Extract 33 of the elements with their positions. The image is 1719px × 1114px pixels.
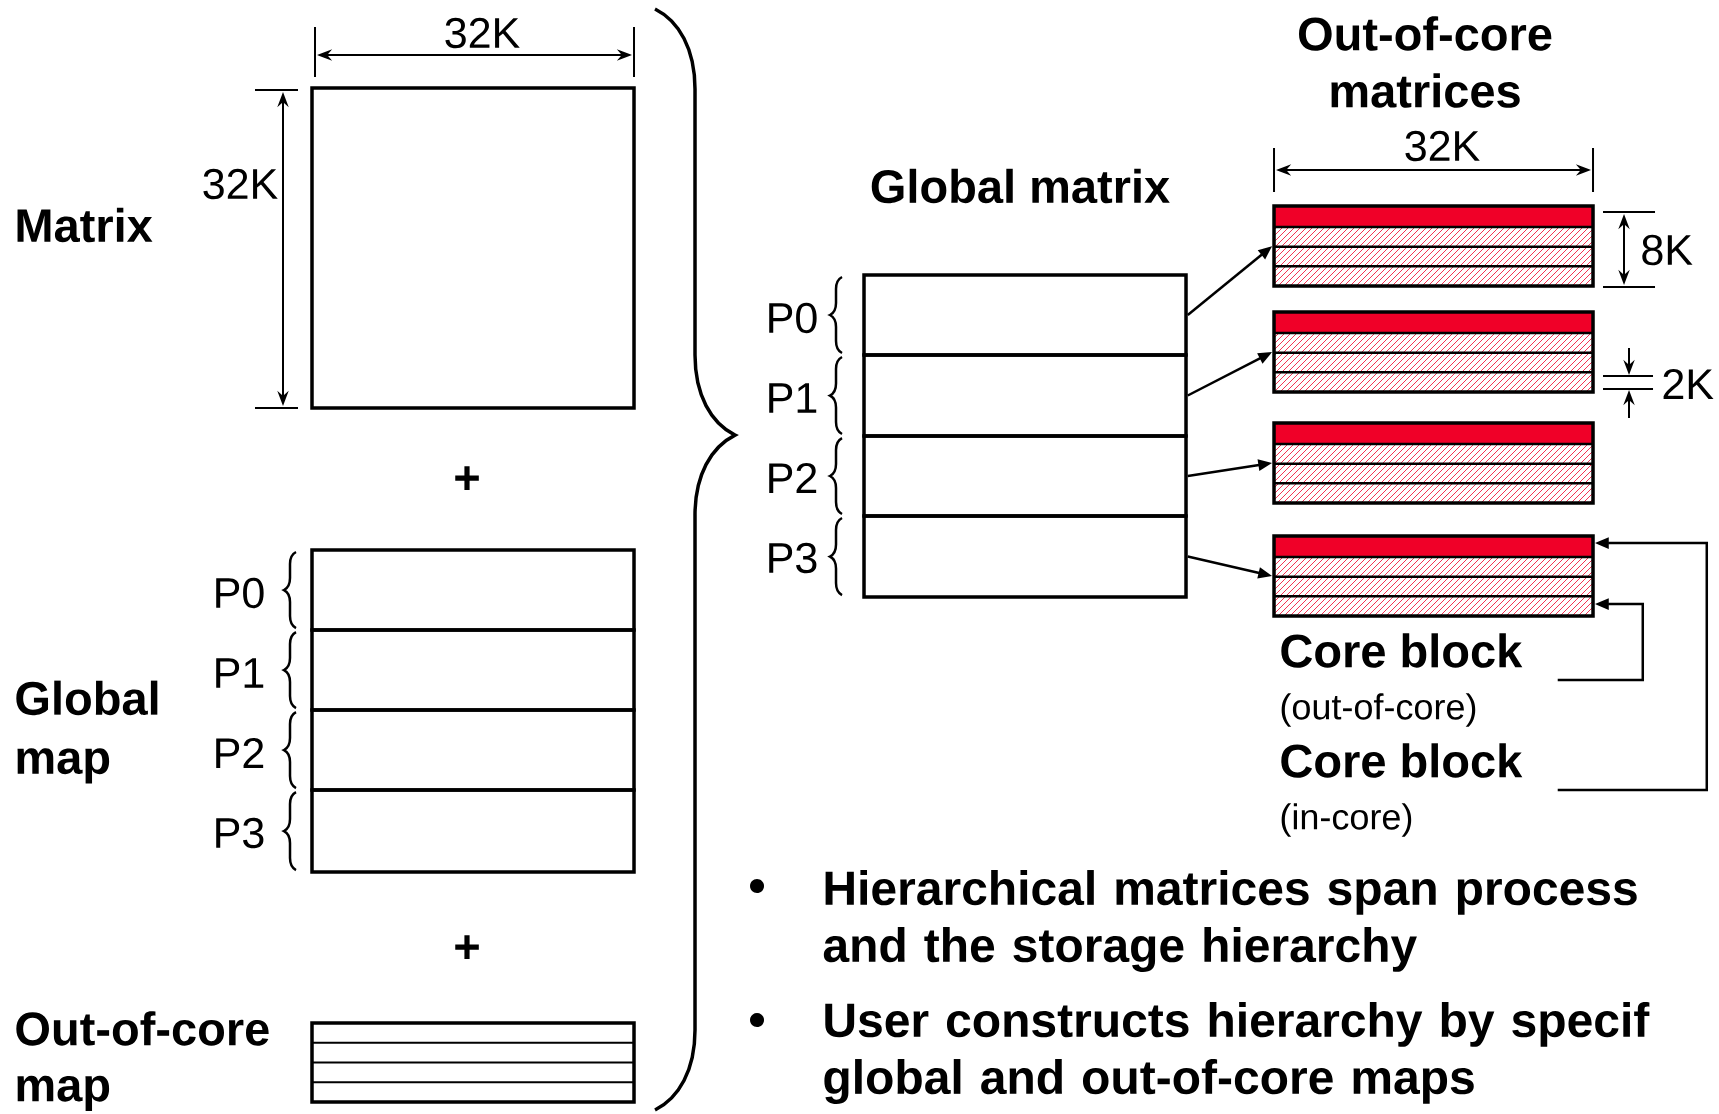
heading: Matrix	[17, 207, 153, 243]
matrix-block	[1272, 310, 1595, 394]
dimension-label: 2K	[1663, 369, 1714, 399]
matrix-block	[1272, 204, 1595, 288]
striped-box	[310, 1021, 636, 1104]
arrow	[1557, 598, 1644, 682]
row-label: P3	[769, 542, 817, 574]
matrix-box	[310, 86, 636, 410]
arrow	[1557, 537, 1708, 792]
row-label: P2	[216, 738, 264, 768]
dimension-label: 32K	[445, 17, 520, 49]
heading: Global map	[16, 680, 158, 784]
row-label: P0	[769, 302, 817, 334]
heading: Global matrix	[871, 168, 1170, 204]
dimension-label: 32K	[1405, 130, 1480, 162]
matrix-row-box	[862, 514, 1188, 599]
bullet-text: User constructs hierarchy by specif global and out-of-core maps	[824, 1002, 1650, 1104]
row-label: P1	[769, 383, 817, 413]
plus-sign: +	[455, 935, 479, 960]
plus-sign: +	[455, 466, 479, 491]
matrix-row-box	[310, 788, 636, 874]
row-label: P2	[769, 463, 817, 493]
matrix-block	[1272, 534, 1595, 618]
bullet-text: Hierarchical matrices span process and the storage hierarchy	[823, 870, 1637, 972]
row-label: P0	[216, 577, 264, 609]
text-label: Core block (in-core)	[1281, 743, 1523, 837]
heading: Out-of-core matrices	[1299, 16, 1552, 108]
heading: Out-of-core map	[16, 1011, 269, 1111]
row-label: P3	[216, 817, 264, 849]
matrix-block	[1272, 421, 1595, 505]
dimension-label: 8K	[1642, 234, 1693, 266]
row-label: P1	[216, 658, 264, 688]
text-label: Core block (out-of-core)	[1281, 633, 1523, 727]
